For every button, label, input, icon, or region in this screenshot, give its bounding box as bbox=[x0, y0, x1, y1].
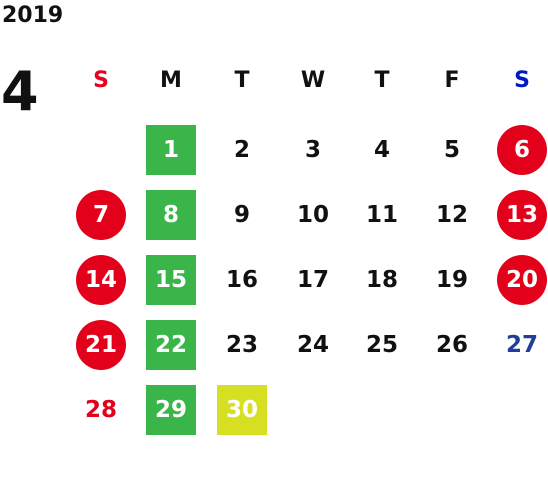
day-cell: 3 bbox=[304, 137, 321, 163]
day-cell: 17 bbox=[296, 267, 329, 293]
day-cell: 10 bbox=[296, 202, 329, 228]
day-cell: 7 bbox=[76, 190, 126, 240]
day-cell: 28 bbox=[84, 397, 117, 423]
day-cell: 14 bbox=[76, 255, 126, 305]
day-cell: 2 bbox=[233, 137, 250, 163]
day-cell: 18 bbox=[365, 267, 398, 293]
weekday-header-sunday: S bbox=[93, 68, 109, 93]
day-cell: 23 bbox=[225, 332, 258, 358]
day-cell: 30 bbox=[217, 385, 267, 435]
day-cell: 19 bbox=[435, 267, 468, 293]
day-cell: 8 bbox=[146, 190, 196, 240]
day-cell: 4 bbox=[373, 137, 390, 163]
day-cell: 16 bbox=[225, 267, 258, 293]
day-cell: 13 bbox=[497, 190, 547, 240]
day-cell: 25 bbox=[365, 332, 398, 358]
day-cell: 6 bbox=[497, 125, 547, 175]
day-cell: 1 bbox=[146, 125, 196, 175]
day-cell: 27 bbox=[505, 332, 538, 358]
weekday-header-tuesday: T bbox=[234, 68, 250, 93]
day-cell: 24 bbox=[296, 332, 329, 358]
weekday-header-friday: F bbox=[444, 68, 460, 93]
weekday-header-monday: M bbox=[160, 68, 182, 93]
day-cell: 12 bbox=[435, 202, 468, 228]
weekday-header-thursday: T bbox=[374, 68, 390, 93]
weekday-header-wednesday: W bbox=[300, 68, 326, 93]
month-number: 4 bbox=[1, 60, 39, 123]
day-cell: 11 bbox=[365, 202, 398, 228]
weekday-header-saturday: S bbox=[514, 68, 530, 93]
day-cell: 21 bbox=[76, 320, 126, 370]
day-cell: 29 bbox=[146, 385, 196, 435]
day-cell: 20 bbox=[497, 255, 547, 305]
day-cell: 15 bbox=[146, 255, 196, 305]
day-cell: 22 bbox=[146, 320, 196, 370]
year-label: 2019 bbox=[2, 3, 64, 28]
day-cell: 9 bbox=[233, 202, 250, 228]
day-cell: 26 bbox=[435, 332, 468, 358]
day-cell: 5 bbox=[443, 137, 460, 163]
